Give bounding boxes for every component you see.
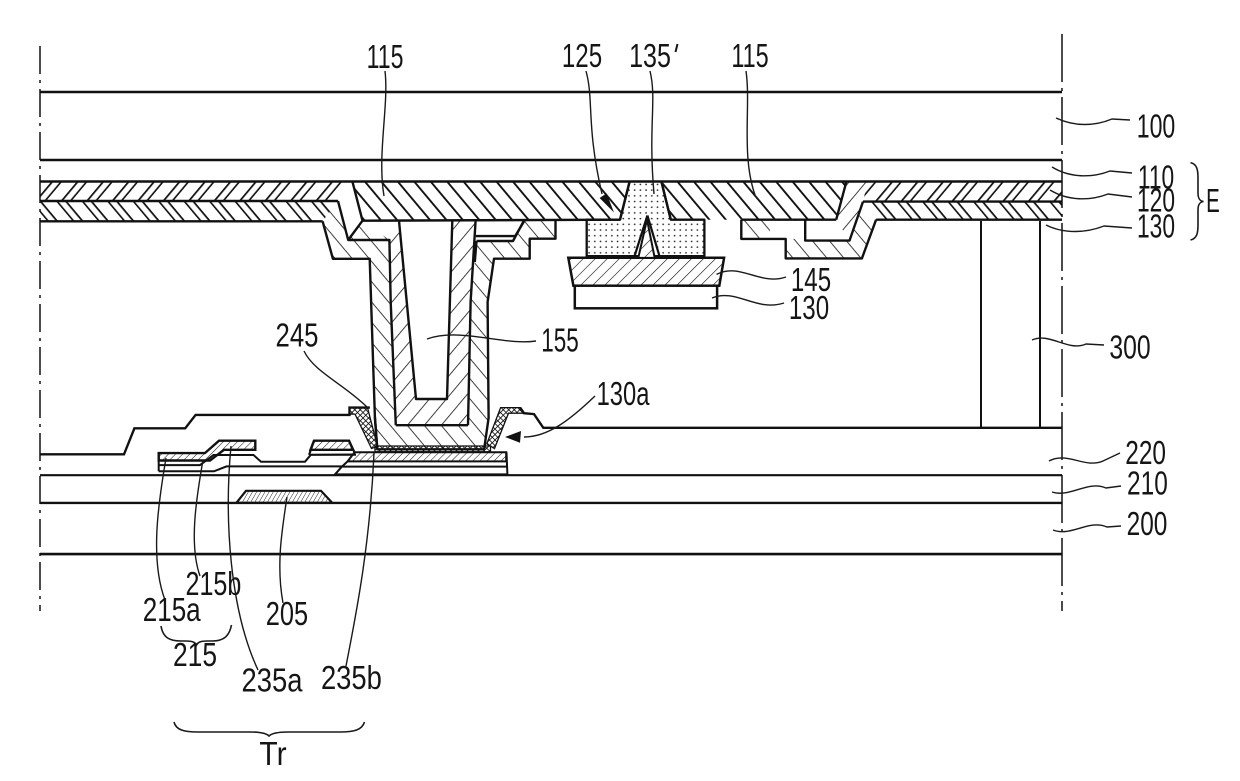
svg-text:210: 210 bbox=[1127, 466, 1168, 502]
svg-text:120: 120 bbox=[1137, 182, 1175, 219]
svg-text:220: 220 bbox=[1125, 436, 1166, 472]
svg-text:E: E bbox=[1206, 182, 1220, 219]
svg-text:215b: 215b bbox=[186, 566, 242, 603]
svg-text:205: 205 bbox=[266, 596, 308, 633]
svg-text:115: 115 bbox=[367, 39, 404, 76]
svg-text:300: 300 bbox=[1109, 330, 1150, 366]
svg-text:215a: 215a bbox=[143, 592, 201, 629]
svg-text:135: 135 bbox=[629, 38, 671, 75]
svg-text:145: 145 bbox=[791, 262, 831, 299]
svg-text:200: 200 bbox=[1127, 507, 1168, 543]
svg-text:245: 245 bbox=[276, 318, 319, 355]
svg-text:130: 130 bbox=[789, 290, 829, 327]
svg-text:235a: 235a bbox=[242, 663, 303, 699]
svg-text:215: 215 bbox=[173, 637, 217, 673]
svg-text:110: 110 bbox=[1138, 159, 1174, 196]
svg-text:130: 130 bbox=[1137, 208, 1175, 245]
svg-text:235b: 235b bbox=[321, 661, 382, 697]
svg-text:125: 125 bbox=[562, 38, 602, 75]
svg-text:130a: 130a bbox=[597, 376, 650, 413]
svg-text:115: 115 bbox=[731, 38, 768, 75]
svg-text:100: 100 bbox=[1137, 109, 1176, 146]
svg-text:Tr: Tr bbox=[259, 735, 286, 773]
svg-text:155: 155 bbox=[541, 321, 578, 358]
